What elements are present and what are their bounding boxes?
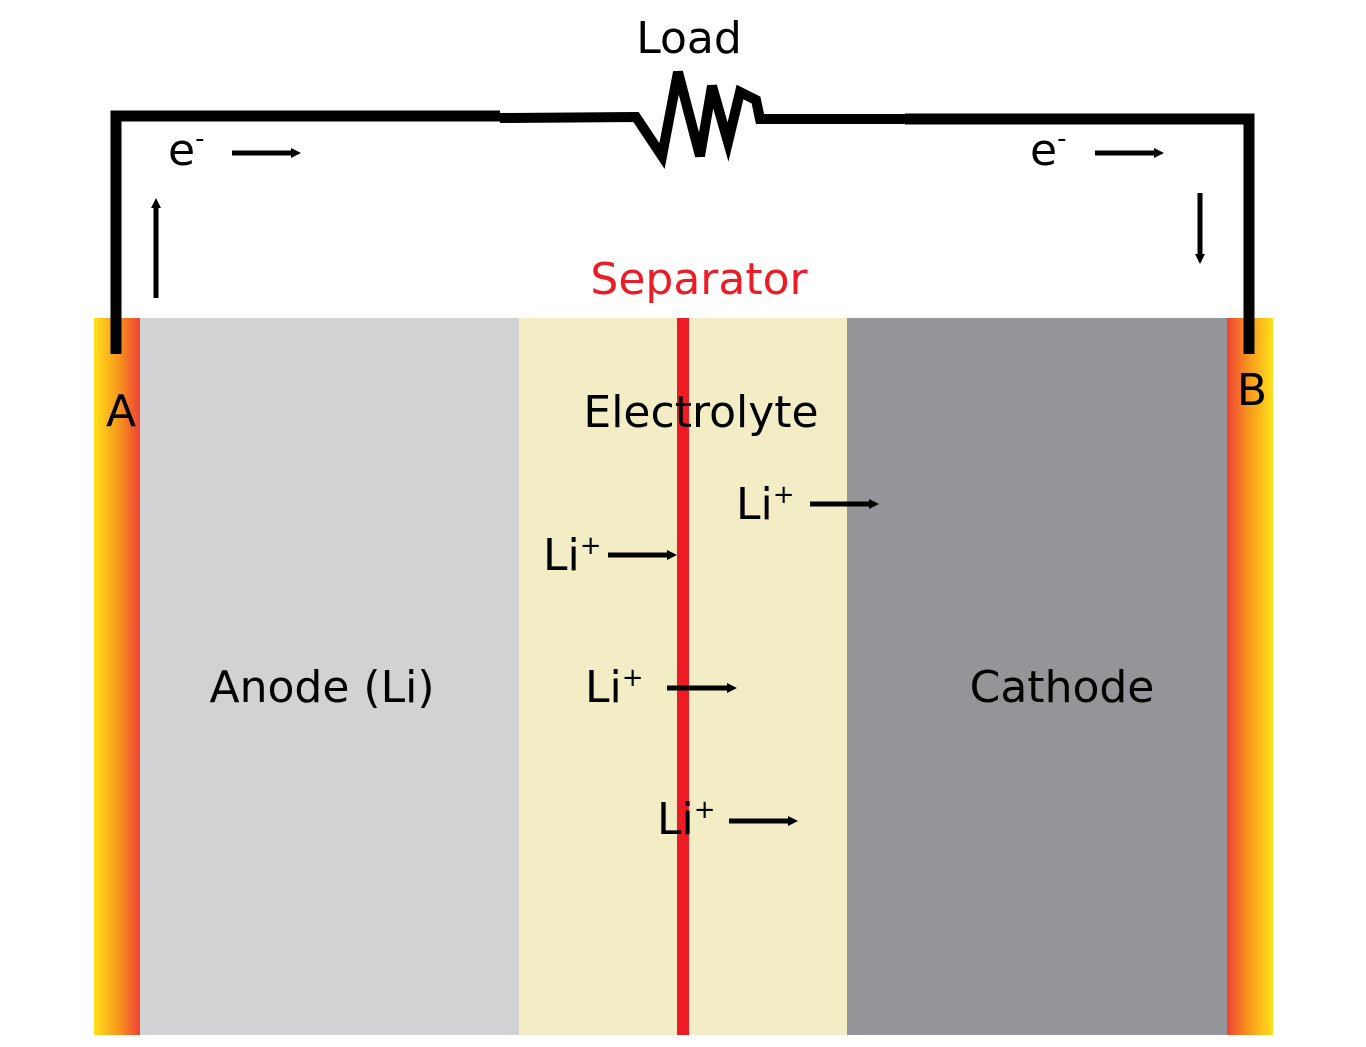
separator-label: Separator bbox=[590, 254, 808, 305]
ion-label: Li+ bbox=[543, 530, 602, 581]
terminal-a-label: A bbox=[106, 386, 136, 437]
cathode-label: Cathode bbox=[970, 662, 1155, 713]
ion-label: Li+ bbox=[657, 794, 716, 845]
separator-membrane bbox=[677, 318, 689, 1035]
ion-label: Li+ bbox=[736, 479, 795, 530]
anode-region bbox=[140, 318, 519, 1035]
load-resistor-icon bbox=[499, 70, 905, 169]
current-collector-b bbox=[1227, 318, 1273, 1035]
ion-label: Li+ bbox=[585, 662, 644, 713]
circuit-wire-left bbox=[110, 110, 500, 354]
load-label: Load bbox=[636, 13, 742, 64]
cathode-region bbox=[847, 318, 1227, 1035]
current-collector-a bbox=[94, 318, 140, 1035]
terminal-b-label: B bbox=[1237, 365, 1267, 416]
electron-label-left: e- bbox=[168, 124, 204, 176]
electron-label-right: e- bbox=[1030, 124, 1066, 176]
circuit-wire-right bbox=[905, 113, 1255, 354]
anode-label: Anode (Li) bbox=[210, 662, 435, 713]
electrolyte-label: Electrolyte bbox=[583, 387, 818, 438]
